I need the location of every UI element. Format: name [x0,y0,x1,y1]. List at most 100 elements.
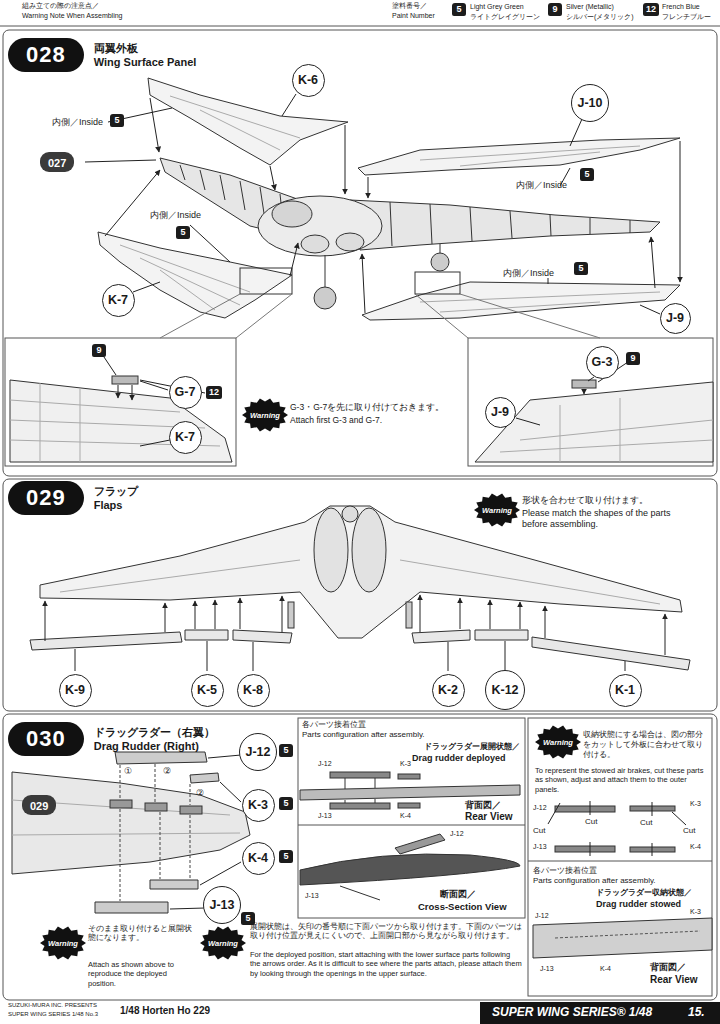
step-028-drawing-part-part [190,225,230,262]
step-title: Flaps [94,498,138,512]
step-028-drawing-part [112,376,138,384]
step-030-drawing-part-part [208,755,241,758]
label-text: そのまま取り付けると展開状態になります。 [88,924,196,943]
label-text: For the deployed position, start attachi… [250,950,522,978]
step-030-drawing-part [555,806,615,812]
page-frames-part [3,30,717,476]
label-text: 各パーツ接着位置 [533,866,597,876]
step-030-drawing-part [120,764,190,901]
warning-star-shape [474,493,520,526]
label-text: 各パーツ接着位置 [302,720,366,730]
step-030-drawing-part-part [155,764,156,802]
label-text: K-4 [600,965,611,974]
step-030-drawing-part-part [590,801,591,815]
step-028-drawing-part-part [150,98,159,152]
label-text: G-3・G-7を先に取り付けておきます。 [290,402,444,413]
label-text: Attach as shown above to reproduce the d… [88,960,196,988]
label-text: ② [163,766,171,777]
step-028-drawing-part-part [588,377,594,381]
step-028-drawing-part [301,235,329,253]
label-text: Rear View [465,811,513,824]
step-030-drawing-part [145,803,167,811]
step-030-drawing-part-part [170,908,205,909]
step-030-drawing [12,752,712,958]
step-028-drawing-part [258,196,382,256]
callout-circle: G-7 [169,376,202,409]
callout-number: J-12 [245,745,270,759]
label-text: K-3 [690,908,701,917]
step-028-drawing-part [420,292,660,312]
label-text: 展開状態は、矢印の番号順に下面パーツから取り付けます。下面のパーツは取り付け位置… [250,922,522,941]
step-029-drawing-part [532,637,690,670]
label-text: SUZUKI-MURA INC. PRESENTS [8,1002,97,1010]
callout-circle: J-10 [571,84,609,122]
step-030-drawing-part [180,806,202,814]
page-frames-part [5,338,236,466]
step-030-drawing-part-part [652,802,653,816]
warning-star-shape [535,725,581,758]
warning-star-shape [242,398,288,431]
step-028-drawing-part-part [362,254,365,313]
label-text: Cross-Section View [418,901,507,913]
step-029-drawing-part [75,641,625,671]
callout-circle: K-8 [237,674,270,707]
warning-star-shape [40,926,86,959]
label-text: French Blue [662,3,700,12]
step-028-drawing-part [350,200,660,250]
step-030-drawing-part [12,800,240,835]
callout-number: K-2 [438,683,458,697]
step-029-drawing-part [475,630,528,640]
callout-number: K-12 [491,683,518,697]
label-text: J-13 [305,892,319,901]
callout-number: K-3 [248,798,268,812]
label-text: Light Grey Green [470,3,524,12]
callout-circle: K-1 [609,674,642,707]
label-text: To represent the stowed air brakes, cut … [535,766,707,794]
step-028-drawing-part-part [548,278,549,284]
label-text: Drag rudder stowed [596,899,681,910]
label-text: Cut [585,817,597,827]
step-028-drawing-part-part [368,177,369,198]
label-text: ② [196,788,204,799]
label-text: ドラッグラダー展開状態／ [424,742,520,752]
paint-number: 5 [279,797,293,810]
step-030-drawing-part [95,902,168,913]
label-text: Attach first G-3 and G-7. [290,415,382,426]
paint-number: 5 [452,3,466,16]
step-030-drawing-part-part [220,782,241,802]
step-030-drawing-part [398,803,420,808]
label-text: K-3 [400,760,411,769]
step-028-drawing-part-part [570,119,582,146]
callout-number: K-6 [298,73,318,87]
label-text: 内側／Inside [503,268,554,279]
step-028-drawing-part [415,272,460,294]
callout-number: K-1 [615,683,635,697]
step-030-drawing-part-part [120,809,121,901]
label-text: J-12 [318,760,332,769]
step-028-drawing-part-part [345,125,346,194]
label-text: Silver (Metallic) [566,3,614,12]
step-029-drawing-part [412,630,470,643]
step-030-drawing-part [110,800,132,808]
step-028-drawing-part [105,98,680,313]
step-title: ドラッグラダー（右翼） [94,725,215,739]
callout-circle: J-13 [203,886,241,924]
step-030-drawing-part [345,778,375,803]
callout-circle: J-9 [660,303,691,334]
step-028-drawing-part [431,253,449,271]
step-title-block: フラップFlaps [94,484,138,512]
step-029-drawing-part-part [520,602,521,629]
callout-number: K-5 [197,683,217,697]
step-number: 030 [8,722,84,756]
label-text: Cut [640,818,652,828]
step-028-drawing-part [325,255,326,288]
callout-number: G-3 [592,355,613,369]
callout-number: J-10 [577,96,602,110]
warning-word: Warning [482,506,512,515]
label-text: シルバー(メタリック) [566,13,634,22]
footer-bar [480,1002,720,1024]
step-028-drawing-part [314,287,336,309]
label-text: Drag rudder deployed [412,753,506,764]
label-text: Cut [533,826,545,836]
